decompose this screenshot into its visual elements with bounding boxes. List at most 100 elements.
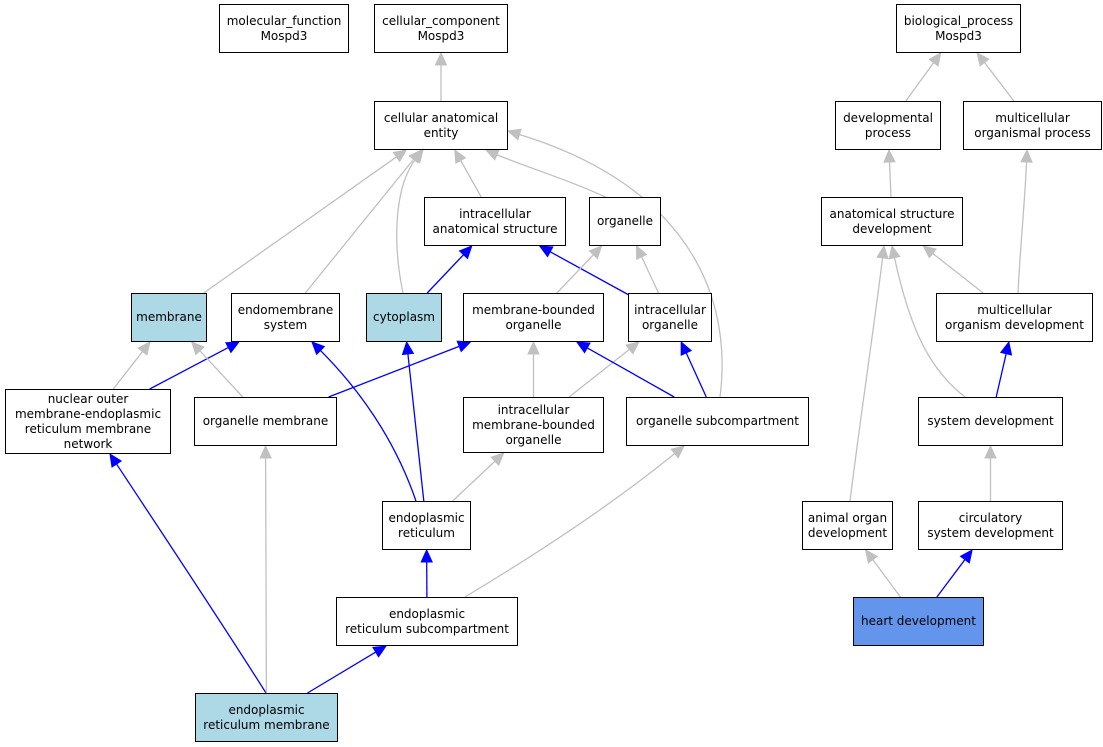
edge-er-membrane-to-nuclear-outer-membrane-er-network [115, 462, 267, 694]
edge-nuclear-outer-membrane-er-network-to-endomembrane-system-arrowhead [224, 341, 241, 354]
edge-circulatory-system-development-to-system-development-arrowhead [984, 444, 997, 459]
edge-cellular-anatomical-entity-to-cellular-component-arrowhead [434, 51, 448, 66]
edge-cytoplasm-to-intracellular-anatomical-structure-arrowhead [458, 245, 473, 260]
edge-organelle-membrane-to-membrane-arrowhead [190, 341, 205, 356]
edge-multicellular-organism-development-to-multicellular-organismal-process-arrowhead [1020, 148, 1033, 163]
node-cellular-anatomical-entity[interactable]: cellular anatomical entity [374, 101, 508, 150]
edge-intracellular-anatomical-structure-to-cellular-anatomical-entity-arrowhead [454, 148, 467, 164]
edge-organelle-subcompartment-to-intracellular-organelle-arrowhead [680, 340, 693, 356]
edge-intracellular-organelle-to-intracellular-anatomical-structure-arrowhead [538, 245, 554, 258]
node-label: system development [927, 414, 1054, 428]
edge-nuclear-outer-membrane-er-network-to-membrane [112, 350, 144, 390]
edge-cytoplasm-to-cellular-anatomical-entity-arrowhead [410, 149, 424, 164]
node-multicellular-organismal-process[interactable]: multicellular organismal process [963, 101, 1102, 150]
edge-organelle-membrane-to-membrane [198, 349, 244, 398]
edge-organelle-subcompartment-to-cellular-anatomical-entity [518, 133, 723, 398]
node-label: organelle subcompartment [636, 414, 799, 428]
edge-endoplasmic-reticulum-to-cytoplasm-arrowhead [401, 340, 415, 356]
edge-organelle-membrane-to-membrane-bounded-organelle [328, 345, 461, 398]
node-label: endoplasmic reticulum membrane [203, 702, 330, 732]
edge-endomembrane-system-to-cellular-anatomical-entity-arrowhead [408, 149, 422, 164]
node-organelle-subcompartment[interactable]: organelle subcompartment [626, 397, 809, 446]
edge-heart-development-to-circulatory-system-development [936, 558, 967, 598]
edge-nuclear-outer-membrane-er-network-to-membrane-arrowhead [137, 341, 151, 356]
edge-er-membrane-to-organelle-membrane [264, 456, 268, 694]
edge-cytoplasm-to-cellular-anatomical-entity [396, 158, 417, 294]
edge-endoplasmic-reticulum-to-cytoplasm [407, 352, 425, 502]
node-system-development[interactable]: system development [918, 397, 1063, 446]
node-animal-organ-development[interactable]: animal organ development [802, 501, 893, 550]
edge-multicellular-organismal-process-to-biological-process [983, 61, 1015, 102]
node-label: anatomical structure development [829, 206, 955, 236]
edge-organelle-subcompartment-to-cellular-anatomical-entity-arrowhead [506, 128, 522, 141]
node-intracellular-organelle[interactable]: intracellular organelle [628, 293, 712, 342]
node-label: intracellular anatomical structure [432, 206, 558, 236]
node-endomembrane-system[interactable]: endomembrane system [231, 293, 340, 342]
edge-er-membrane-to-organelle-membrane-arrowhead [259, 444, 272, 459]
node-label: endoplasmic reticulum subcompartment [345, 606, 509, 636]
node-organelle[interactable]: organelle [589, 197, 661, 246]
node-organelle-membrane[interactable]: organelle membrane [194, 397, 337, 446]
edge-developmental-process-to-biological-process-arrowhead [928, 52, 942, 67]
node-label: multicellular organism development [945, 302, 1084, 332]
edge-organelle-membrane-to-membrane-bounded-organelle-arrowhead [456, 340, 472, 353]
node-label: biological_process Mospd3 [903, 13, 1014, 43]
node-nuclear-outer-membrane-er-network[interactable]: nuclear outer membrane-endoplasmic retic… [5, 389, 171, 454]
node-label: organelle membrane [202, 414, 329, 428]
edge-membrane-bounded-organelle-to-organelle [556, 253, 595, 294]
edge-endoplasmic-reticulum-to-intracellular-membrane-bounded-organelle-arrowhead [490, 452, 505, 467]
edge-multicellular-organism-development-to-multicellular-organismal-process [1017, 160, 1028, 294]
edge-anatomical-structure-development-to-developmental-process-arrowhead [883, 148, 896, 163]
edge-multicellular-organism-development-to-anatomical-structure-development-arrowhead [922, 245, 937, 259]
node-intracellular-anatomical-structure[interactable]: intracellular anatomical structure [424, 197, 566, 246]
edge-multicellular-organism-development-to-anatomical-structure-development [931, 252, 984, 294]
edge-organelle-subcompartment-to-membrane-bounded-organelle [586, 346, 675, 398]
node-heart-development[interactable]: heart development [853, 597, 984, 646]
node-anatomical-structure-development[interactable]: anatomical structure development [821, 197, 963, 246]
edge-endoplasmic-reticulum-to-intracellular-membrane-bounded-organelle [452, 460, 497, 502]
edge-developmental-process-to-biological-process [905, 61, 935, 102]
edge-er-membrane-to-er-subcompartment [307, 651, 377, 694]
node-label: intracellular membrane-bounded organelle [472, 402, 595, 447]
edge-er-subcompartment-to-organelle-subcompartment [464, 452, 676, 598]
node-label: cellular anatomical entity [383, 110, 499, 140]
node-biological-process[interactable]: biological_process Mospd3 [896, 4, 1021, 53]
node-er-membrane[interactable]: endoplasmic reticulum membrane [195, 693, 338, 742]
node-membrane[interactable]: membrane [131, 293, 207, 342]
node-label: endomembrane system [237, 302, 334, 332]
node-multicellular-organism-development[interactable]: multicellular organism development [936, 293, 1093, 342]
edge-organelle-subcompartment-to-intracellular-organelle [685, 351, 707, 398]
edge-system-development-to-anatomical-structure-development-arrowhead [888, 244, 901, 260]
node-label: developmental process [843, 110, 933, 140]
edge-membrane-to-cellular-anatomical-entity-arrowhead [392, 149, 408, 163]
edge-animal-organ-development-to-anatomical-structure-development-arrowhead [876, 244, 889, 260]
node-er-subcompartment[interactable]: endoplasmic reticulum subcompartment [336, 597, 518, 646]
node-circulatory-system-development[interactable]: circulatory system development [918, 501, 1063, 550]
node-label: cytoplasm [373, 310, 435, 324]
edge-er-subcompartment-to-endoplasmic-reticulum-arrowhead [420, 548, 433, 563]
node-developmental-process[interactable]: developmental process [835, 101, 941, 150]
node-intracellular-membrane-bounded-organelle[interactable]: intracellular membrane-bounded organelle [463, 397, 604, 453]
node-membrane-bounded-organelle[interactable]: membrane-bounded organelle [463, 293, 604, 342]
node-cytoplasm[interactable]: cytoplasm [366, 293, 442, 342]
edge-intracellular-membrane-bounded-organelle-to-intracellular-organelle-arrowhead [625, 341, 640, 355]
edge-intracellular-anatomical-structure-to-cellular-anatomical-entity [459, 159, 482, 198]
edge-endomembrane-system-to-cellular-anatomical-entity [304, 158, 415, 294]
node-cellular-component[interactable]: cellular_component Mospd3 [374, 4, 508, 53]
node-label: animal organ development [807, 510, 888, 540]
node-label: membrane-bounded organelle [472, 302, 595, 332]
edge-organelle-to-cellular-anatomical-entity [495, 153, 613, 201]
node-label: membrane [136, 310, 202, 324]
node-molecular-function[interactable]: molecular_function Mospd3 [219, 4, 349, 53]
edge-heart-development-to-animal-organ-development-arrowhead [864, 549, 879, 564]
node-label: nuclear outer membrane-endoplasmic retic… [14, 391, 162, 451]
node-endoplasmic-reticulum[interactable]: endoplasmic reticulum [382, 501, 471, 550]
edge-er-membrane-to-er-subcompartment-arrowhead [372, 645, 388, 658]
edge-endoplasmic-reticulum-to-endomembrane-system-arrowhead [311, 341, 326, 356]
node-label: intracellular organelle [634, 302, 706, 332]
edge-er-subcompartment-to-organelle-subcompartment-arrowhead [670, 445, 685, 459]
edge-organelle-subcompartment-to-membrane-bounded-organelle-arrowhead [575, 341, 591, 354]
edge-heart-development-to-circulatory-system-development-arrowhead [959, 549, 973, 564]
node-label: circulatory system development [927, 510, 1054, 540]
